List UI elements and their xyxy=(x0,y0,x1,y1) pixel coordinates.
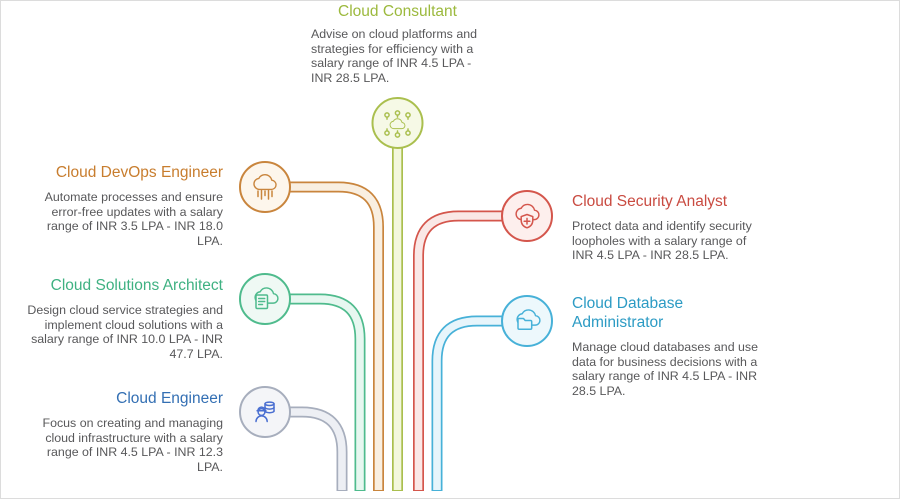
engineer-pipe xyxy=(281,406,348,491)
devops-node xyxy=(239,161,291,213)
consultant-title: Cloud Consultant xyxy=(338,3,457,20)
security-node xyxy=(501,190,553,242)
database-title: Cloud Database Administrator xyxy=(572,295,684,331)
devops-title: Cloud DevOps Engineer xyxy=(55,164,223,181)
solutions-node xyxy=(239,273,291,325)
solutions-title: Cloud Solutions Architect xyxy=(50,277,223,294)
engineer-database-icon xyxy=(255,401,275,423)
cloud-document-icon xyxy=(254,287,279,310)
database-node xyxy=(501,295,553,347)
devops-pipe xyxy=(281,181,384,491)
devops-description: Automate processes and ensure error-free… xyxy=(44,190,223,248)
database-description: Manage cloud databases and use data for … xyxy=(572,340,758,398)
database-pipe xyxy=(431,315,511,491)
cloud-circuit-icon xyxy=(253,173,277,200)
solutions-description: Design cloud service strategies and impl… xyxy=(27,303,223,361)
cloud-network-icon xyxy=(384,110,411,138)
solutions-pipe xyxy=(281,293,366,491)
consultant-description: Advise on cloud platforms and strategies… xyxy=(311,27,477,85)
engineer-description: Focus on creating and managing cloud inf… xyxy=(42,416,223,474)
consultant-node xyxy=(371,97,424,149)
security-description: Protect data and identify security looph… xyxy=(572,219,752,262)
cloud-shield-icon xyxy=(515,203,540,229)
cloud-folder-icon xyxy=(516,309,541,330)
security-pipe xyxy=(413,210,511,491)
engineer-title: Cloud Engineer xyxy=(116,390,223,407)
security-title: Cloud Security Analyst xyxy=(572,193,728,210)
engineer-node xyxy=(239,386,291,438)
